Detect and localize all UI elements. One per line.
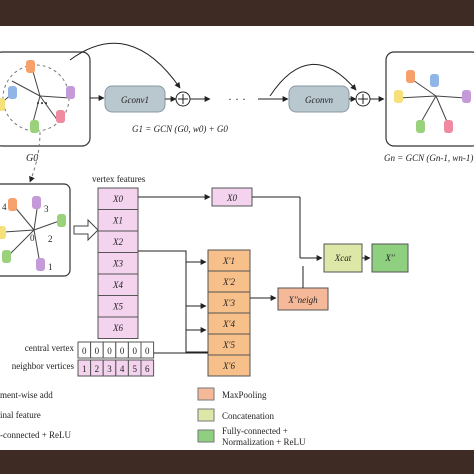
xprime-cell-6: [207, 354, 251, 377]
xprime-cell-label-3: X'3: [222, 298, 235, 308]
neighbor-cell-label-2: 3: [107, 364, 112, 374]
star-num-1: 1: [48, 262, 53, 272]
svg-text:Gconv1: Gconv1: [121, 95, 149, 105]
neighbor-vertices-label: neighbor vertices: [12, 361, 75, 371]
g0-graph-panel: …: [0, 51, 91, 147]
hollow-arrow-icon: [73, 218, 99, 242]
neighbor-cell-label-5: 6: [145, 364, 150, 374]
svg-text:Gconvn: Gconvn: [305, 95, 333, 105]
legend-fc-norm-label-1: Fully-connected +: [222, 426, 288, 436]
xprime-cell-label-1: X'1: [222, 256, 235, 266]
legend-fc-norm-label-2: Normalization + ReLU: [222, 437, 306, 447]
legend-original-label: inal feature: [0, 410, 41, 420]
neighbor-cell-label-3: 4: [120, 364, 125, 374]
central-cell-5: [140, 341, 155, 359]
gn-formula: Gn = GCN (Gn-1, wn-1): [384, 153, 473, 163]
x-cell-6: [97, 316, 139, 339]
elementwise-add-1: [175, 91, 191, 107]
xneigh-maxpool-box: X''neigh: [277, 287, 329, 311]
x-cell-label-5: X5: [112, 302, 123, 312]
central-cell-label-2: 0: [107, 346, 112, 356]
legend-maxpool-swatch: [197, 387, 215, 401]
central-cell-label-5: 0: [145, 346, 150, 356]
star-num-3: 3: [44, 204, 49, 214]
ellipsis: · · ·: [228, 92, 246, 106]
central-cell-label-3: 0: [120, 346, 125, 356]
x-cell-label-3: X3: [112, 259, 123, 269]
gconv1-box: Gconv1: [104, 85, 166, 113]
neighbor-cell-label-0: 1: [82, 364, 87, 374]
xprime-cell-label-2: X'2: [222, 277, 235, 287]
x-cell-label-4: X4: [112, 280, 123, 290]
diagram-canvas: … G0 Gconv1 · · · Gconvn: [0, 26, 474, 450]
xprime-cell-label-4: X'4: [222, 319, 235, 329]
svg-text:X'': X'': [384, 253, 395, 263]
gn-graph-panel: [385, 51, 474, 147]
xcat-concat-box: Xcat: [323, 243, 363, 273]
legend-fc-norm-swatch: [197, 429, 215, 443]
neighbor-features-column: X'1X'2X'3X'4X'5X'6: [207, 249, 251, 377]
central-cell-label-0: 0: [82, 346, 87, 356]
svg-text:Xcat: Xcat: [334, 253, 352, 263]
xprime-cell-label-6: X'6: [222, 361, 235, 371]
x-cell-label-6: X6: [112, 323, 123, 333]
vertex-features-label: vertex features: [92, 174, 146, 184]
central-cell-label-4: 0: [132, 346, 137, 356]
svg-text:…: …: [36, 93, 48, 107]
g1-formula: G1 = GCN (G0, w0) + G0: [132, 124, 228, 134]
star-num-0: 0: [30, 233, 35, 243]
legend-concat-swatch: [197, 408, 215, 422]
xout-fc-box: X'': [371, 243, 409, 273]
legend-add-label: ment-wise add: [0, 390, 53, 400]
svg-text:X''neigh: X''neigh: [287, 295, 318, 305]
neighbor-cell-5: [140, 359, 155, 377]
svg-text:X0: X0: [226, 193, 237, 203]
central-cell-label-1: 0: [95, 346, 100, 356]
x0-feature-box: X0: [211, 187, 253, 207]
legend-concat-label: Concatenation: [222, 411, 274, 421]
elementwise-add-n: [355, 91, 371, 107]
star-num-4: 4: [2, 202, 7, 212]
star-num-2: 2: [48, 234, 53, 244]
legend-fc-relu-label: -connected + ReLU: [0, 430, 72, 440]
x-cell-label-0: X0: [112, 194, 123, 204]
x-cell-label-2: X2: [112, 237, 123, 247]
neighbor-cell-label-4: 5: [132, 364, 137, 374]
x-cell-label-1: X1: [112, 216, 123, 226]
legend-maxpool-label: MaxPooling: [222, 390, 267, 400]
gconvn-box: Gconvn: [288, 85, 350, 113]
central-vertex-label: central vertex: [25, 343, 75, 353]
xprime-cell-label-5: X'5: [222, 340, 235, 350]
legend: ment-wise add inal feature -connected + …: [0, 387, 306, 447]
g0-label: G0: [26, 153, 38, 164]
neighbor-cell-label-1: 2: [95, 364, 100, 374]
star-graph-panel: 4 3 2 0 1: [0, 183, 71, 277]
